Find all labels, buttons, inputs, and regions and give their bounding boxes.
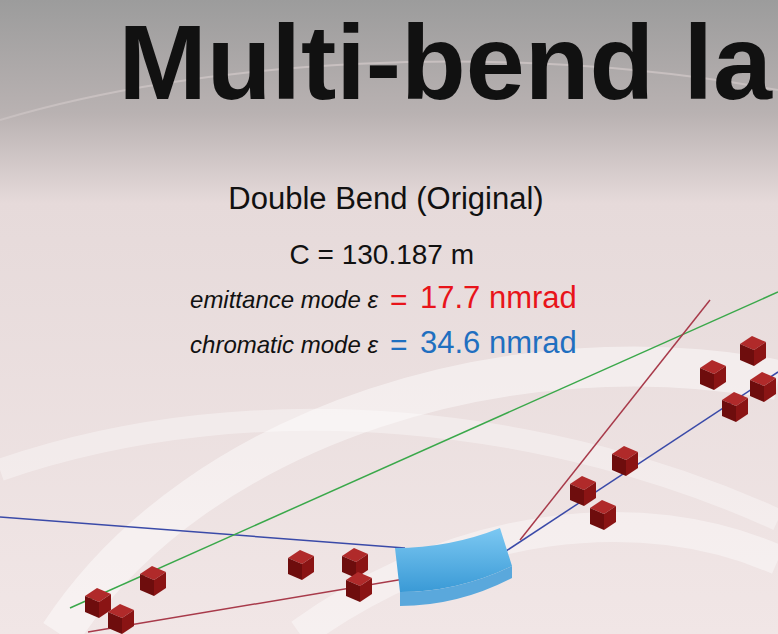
circumference: C = 130.187 m <box>290 240 474 271</box>
emittance-value: 34.6 nmrad <box>420 326 577 360</box>
slide-title: Multi-bend la <box>118 4 772 121</box>
emittance-value: 17.7 nmrad <box>420 281 577 315</box>
mode-name: chromatic mode ε <box>190 332 378 358</box>
equals-sign: = <box>390 328 408 361</box>
lattice-name: Double Bend (Original) <box>228 182 543 216</box>
equals-sign: = <box>390 283 408 316</box>
mode-name: emittance mode ε <box>190 287 378 313</box>
